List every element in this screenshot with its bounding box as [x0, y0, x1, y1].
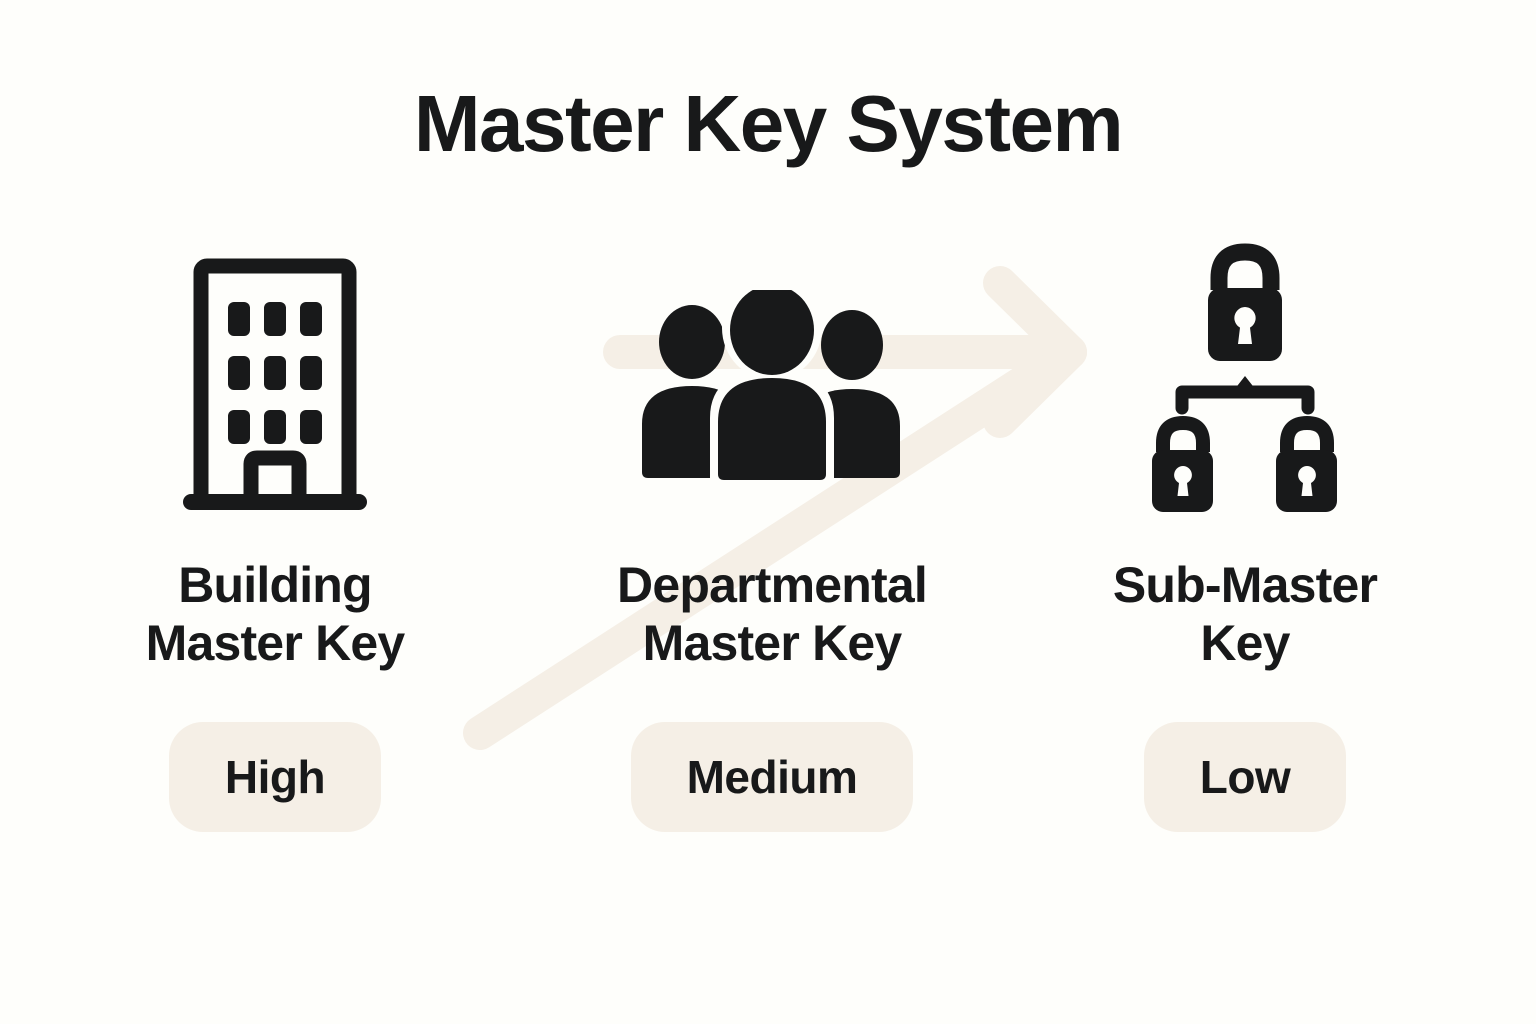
page-title: Master Key System — [413, 79, 1124, 168]
column-departmental-master-key: Departmental Master Key Medium — [562, 240, 982, 832]
users-group-icon — [642, 290, 900, 480]
column-sub-master-key: Sub-Master Key Low — [1035, 240, 1455, 832]
sub-lock-left-icon — [1152, 415, 1213, 512]
column-label: Departmental Master Key — [562, 556, 982, 672]
access-level-badge[interactable]: Medium — [630, 722, 914, 832]
column-label-line1: Sub-Master — [1112, 557, 1378, 613]
lock-hierarchy-icon — [1152, 243, 1337, 512]
column-building-master-key: Building Master Key High — [65, 240, 485, 832]
hierarchy-connector — [1175, 376, 1315, 415]
badge-row: Low — [1035, 722, 1455, 832]
column-label-line2: Key — [1200, 615, 1290, 671]
lock-hierarchy-icon-container — [1035, 240, 1455, 530]
column-label: Building Master Key — [65, 556, 485, 672]
sub-lock-right-icon — [1276, 415, 1337, 512]
access-level-badge[interactable]: High — [168, 722, 382, 832]
column-label-line2: Master Key — [642, 615, 903, 671]
column-label-line2: Master Key — [145, 615, 406, 671]
master-lock-icon — [1208, 243, 1282, 361]
badge-row: Medium — [562, 722, 982, 832]
column-label-line1: Building — [178, 557, 372, 613]
users-group-icon-container — [562, 240, 982, 530]
building-icon — [183, 258, 367, 510]
badge-row: High — [65, 722, 485, 832]
access-level-badge[interactable]: Low — [1143, 722, 1347, 832]
column-label-line1: Departmental — [617, 557, 928, 613]
column-label: Sub-Master Key — [1035, 556, 1455, 672]
building-icon-container — [65, 240, 485, 530]
